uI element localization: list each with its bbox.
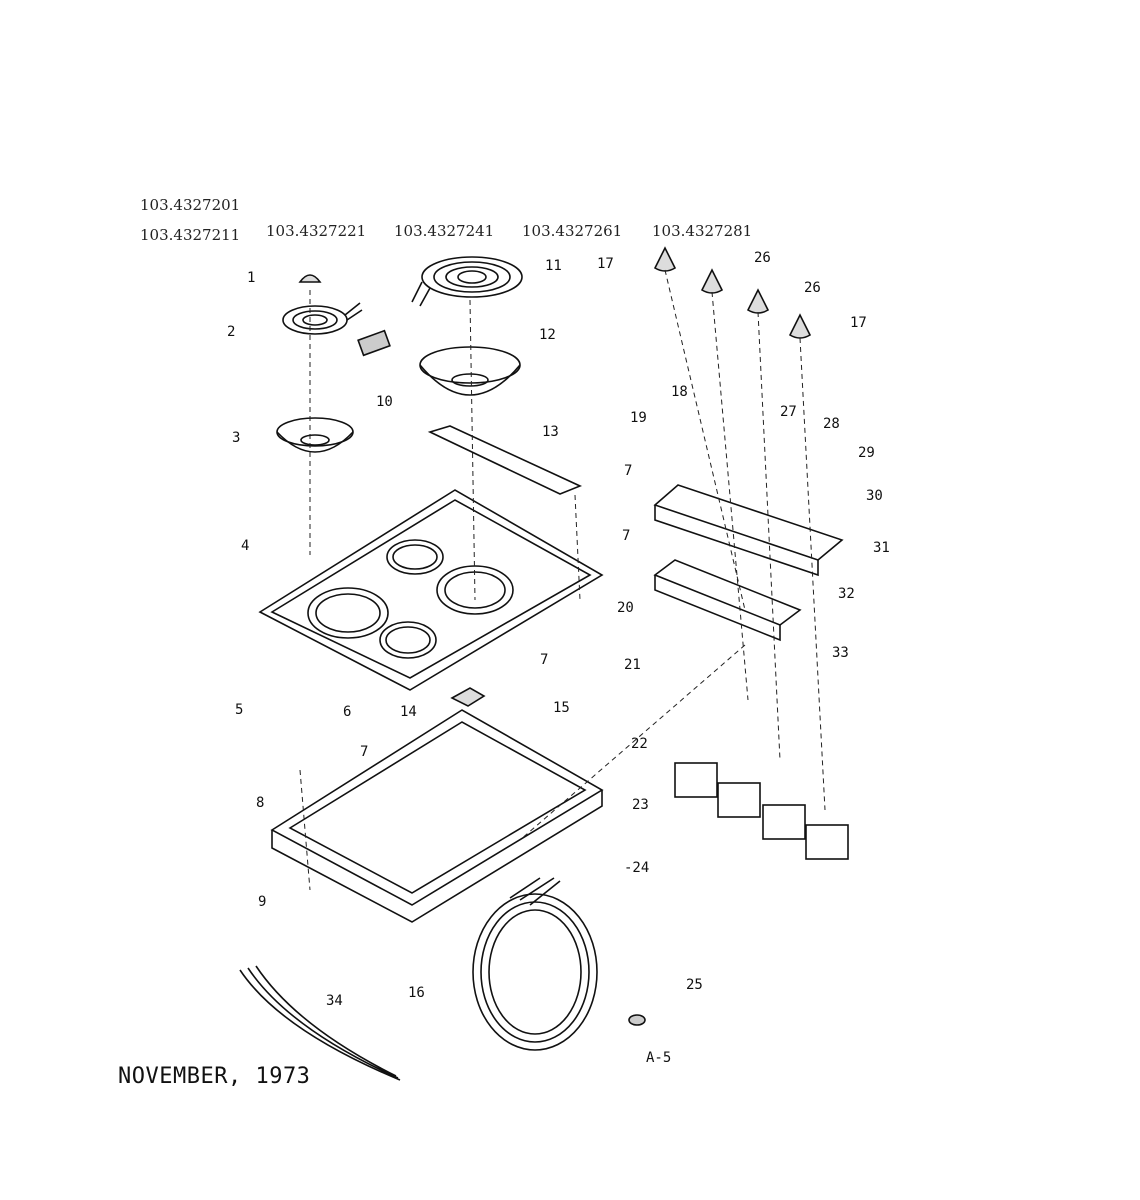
part-25-grommet: [628, 1014, 646, 1026]
callout-15: 15: [553, 700, 570, 716]
callout-26: 26: [804, 280, 821, 296]
leader-line: [519, 644, 746, 841]
leader-line: [469, 299, 476, 601]
callout-2: 2: [227, 324, 236, 340]
callout-30: 30: [866, 488, 883, 504]
part-23-switch: [674, 762, 718, 798]
callout-7: 7: [360, 744, 369, 760]
part-23-switch: [717, 782, 761, 818]
part-1-cap: [298, 274, 322, 283]
callout-26: 26: [754, 250, 771, 266]
leader-line: [299, 769, 311, 891]
page-code: A-5: [646, 1050, 672, 1066]
part-23-switch: [762, 804, 806, 840]
leader-line: [574, 494, 581, 601]
part-16-power-cord: [472, 877, 598, 1051]
callout-22: 22: [631, 736, 648, 752]
part-12-large-drip-pan: [419, 346, 521, 396]
callout-9: 9: [258, 894, 267, 910]
model-number: 103.4327241: [394, 222, 495, 240]
callout-7: 7: [622, 528, 631, 544]
callout-16: 16: [408, 985, 425, 1001]
leader-line: [757, 311, 781, 761]
callout-34: 34: [326, 993, 343, 1009]
part-3-small-drip-pan: [276, 417, 354, 453]
callout-28: 28: [823, 416, 840, 432]
callout-27: 27: [780, 404, 797, 420]
callout-33: 33: [832, 645, 849, 661]
callout-8: 8: [256, 795, 265, 811]
callout-18: 18: [671, 384, 688, 400]
part-26-knob: [700, 268, 724, 294]
footer-date: NOVEMBER, 1973: [118, 1064, 311, 1089]
callout-13: 13: [542, 424, 559, 440]
part-14-bracket: [450, 687, 486, 707]
callout-31: 31: [873, 540, 890, 556]
leader-line: [799, 337, 826, 811]
part-17-knob: [653, 246, 677, 272]
part-10-receptacle: [357, 329, 391, 357]
callout-1: 1: [247, 270, 256, 286]
part-34-wire-harness: [239, 965, 401, 1081]
part-23-switch: [805, 824, 849, 860]
model-number: 103.4327201: [140, 196, 241, 214]
callout-5: 5: [235, 702, 244, 718]
callout-25: 25: [686, 977, 703, 993]
callout-23: 23: [632, 797, 649, 813]
callout-17: 17: [850, 315, 867, 331]
model-number: 103.4327281: [652, 222, 753, 240]
callout-4: 4: [241, 538, 250, 554]
callout-20: 20: [617, 600, 634, 616]
part-2-small-element: [282, 302, 363, 335]
part-33-bracket: [653, 559, 802, 642]
callout-17: 17: [597, 256, 614, 272]
model-number: 103.4327221: [266, 222, 367, 240]
part-4-cooktop: [258, 489, 604, 691]
callout-3: 3: [232, 430, 241, 446]
callout-19: 19: [630, 410, 647, 426]
callout-29: 29: [858, 445, 875, 461]
callout-7: 7: [624, 463, 633, 479]
callout-11: 11: [545, 258, 562, 274]
callout-7: 7: [540, 652, 549, 668]
callout-24: -24: [624, 860, 650, 876]
callout-10: 10: [376, 394, 393, 410]
model-number: 103.4327261: [522, 222, 623, 240]
callout-21: 21: [624, 657, 641, 673]
model-number: 103.4327211: [140, 226, 241, 244]
part-15-burner-box: [270, 709, 604, 923]
part-31-control-panel: [653, 484, 844, 577]
callout-14: 14: [400, 704, 417, 720]
callout-6: 6: [343, 704, 352, 720]
part-26-knob: [746, 288, 770, 314]
callout-32: 32: [838, 586, 855, 602]
part-17-knob: [788, 313, 812, 339]
part-13-trim-strip: [427, 425, 583, 495]
part-11-large-element: [411, 256, 523, 307]
leader-line: [711, 291, 749, 701]
callout-12: 12: [539, 327, 556, 343]
leader-line: [664, 269, 746, 611]
